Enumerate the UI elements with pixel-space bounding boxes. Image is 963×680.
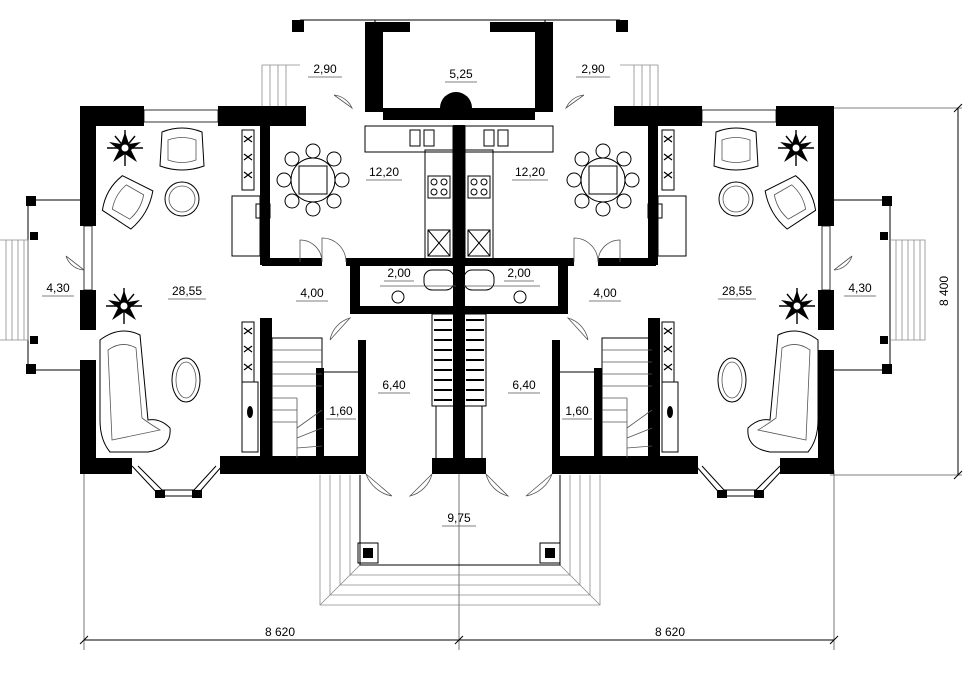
dim-depth: 8 400 [937,276,951,306]
porch-steps-top [261,19,659,108]
label-hall-left: 4,00 [300,286,324,300]
label-terrace-left: 4,30 [46,281,70,295]
label-bath-right: 2,00 [507,266,531,280]
cabinet-right [661,129,675,191]
dimension-lines [79,103,963,650]
label-terrace-right: 4,30 [848,281,872,295]
label-closet-right: 1,60 [565,404,589,418]
dining-set-left [276,143,350,217]
label-living-right: 28,55 [722,284,752,298]
label-corridor-left: 6,40 [382,378,406,392]
dining-set-right [566,143,640,217]
dim-width-right: 8 620 [655,625,685,639]
kitchen-fixtures [231,125,687,261]
side-terrace-right [834,196,926,374]
label-bath-left: 2,00 [387,266,411,280]
label-closet-left: 1,60 [329,404,353,418]
label-porch-top: 5,25 [449,67,473,81]
entrance-steps [319,475,601,606]
exterior-walls [80,22,834,498]
staircase-left [271,337,323,459]
label-kitchen-right: 12,20 [515,165,545,179]
bathroom-fixtures [380,269,540,304]
dim-width-left: 8 620 [265,625,295,639]
staircase-right [601,337,653,459]
label-entrance: 9,75 [447,511,471,525]
cabinet-left [241,129,255,191]
cabinet-left-lower [241,321,255,383]
living-furniture-right [713,127,821,453]
living-furniture-left [97,127,205,453]
room-labels: 5,25 2,90 2,90 12,20 12,20 28,55 28,55 4… [42,62,876,527]
dimension-labels: 8 620 8 620 8 400 [265,276,951,639]
label-living-left: 28,55 [172,284,202,298]
label-kitchen-left: 12,20 [369,165,399,179]
cabinet-right-lower [661,321,675,383]
label-porch-right-top: 2,90 [581,62,605,76]
wardrobe-racks [431,313,487,458]
interior-walls [260,125,660,460]
label-hall-right: 4,00 [593,286,617,300]
label-corridor-right: 6,40 [512,378,536,392]
doors [65,94,853,497]
side-terrace-left [0,196,84,374]
label-porch-left-top: 2,90 [313,62,337,76]
